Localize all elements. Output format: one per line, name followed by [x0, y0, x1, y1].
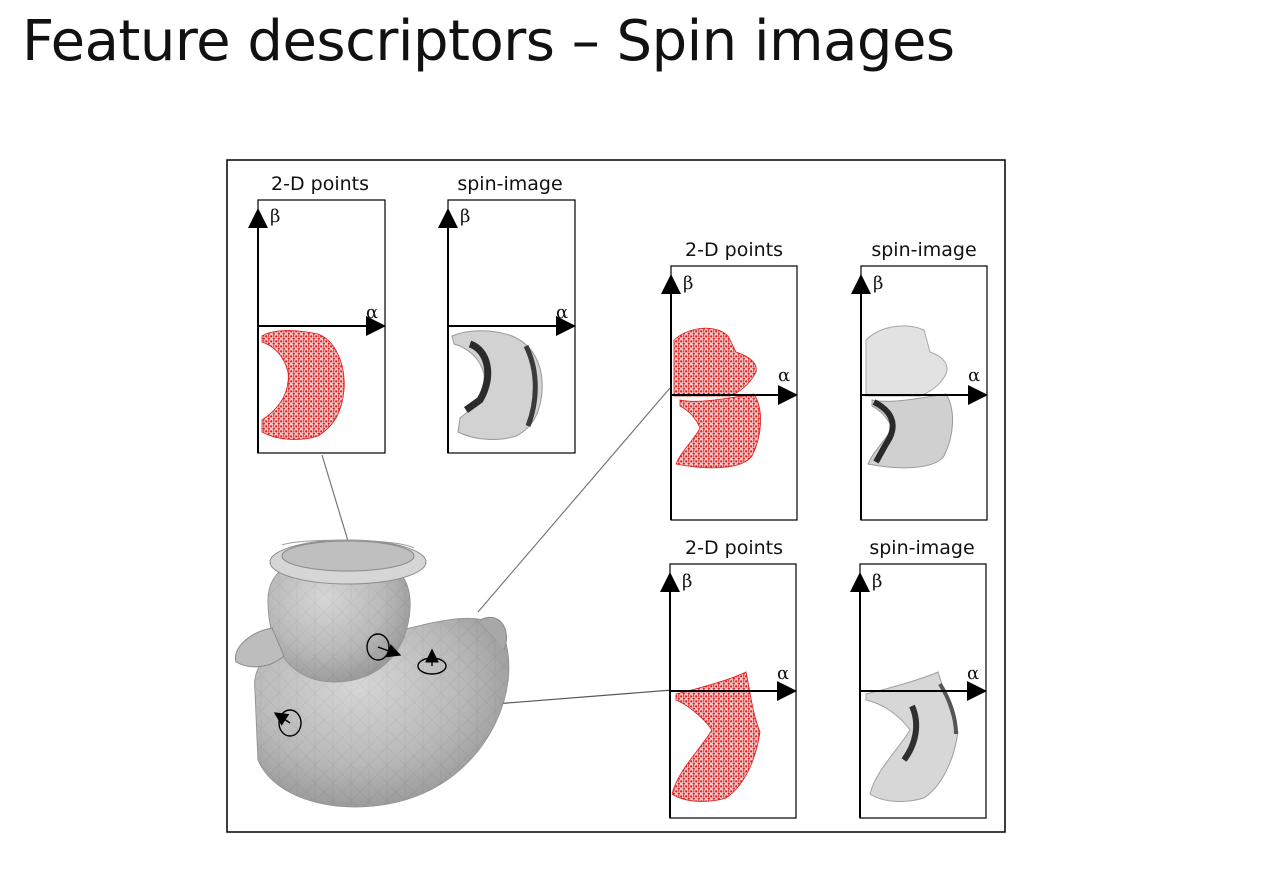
panel-2d-points-3: 2-D points β α — [660, 537, 797, 819]
alpha-label: α — [967, 663, 979, 684]
beta-label: β — [682, 571, 692, 592]
panel-title: spin-image — [871, 239, 976, 261]
point-cloud — [671, 671, 761, 802]
panel-title: 2-D points — [271, 173, 369, 195]
beta-label: β — [270, 206, 280, 227]
panel-spin-image-3: spin-image β α — [850, 537, 987, 819]
spin-image-blob — [865, 325, 948, 397]
panel-spin-image-1: spin-image β α — [438, 173, 576, 454]
beta-label: β — [873, 273, 883, 294]
panel-spin-image-2: spin-image β α — [851, 239, 988, 521]
panel-title: spin-image — [457, 173, 562, 195]
duck-model — [234, 539, 510, 808]
slide-title: Feature descriptors – Spin images — [22, 9, 955, 74]
alpha-label: α — [968, 365, 980, 386]
alpha-label: α — [366, 302, 378, 323]
panel-title: spin-image — [869, 537, 974, 559]
figure-frame — [226, 159, 1006, 833]
alpha-label: α — [556, 302, 568, 323]
panel-2d-points-1: 2-D points β α — [248, 173, 386, 454]
alpha-label: α — [778, 365, 790, 386]
beta-label: β — [872, 571, 882, 592]
beta-label: β — [683, 273, 693, 294]
panel-title: 2-D points — [685, 239, 783, 261]
connector-line-2 — [477, 387, 671, 613]
point-cloud — [673, 327, 757, 397]
spin-image-blob — [451, 330, 543, 440]
point-cloud — [261, 330, 345, 440]
alpha-label: α — [777, 663, 789, 684]
panel-title: 2-D points — [685, 537, 783, 559]
beta-label: β — [460, 206, 470, 227]
panel-2d-points-2: 2-D points β α — [661, 239, 798, 521]
